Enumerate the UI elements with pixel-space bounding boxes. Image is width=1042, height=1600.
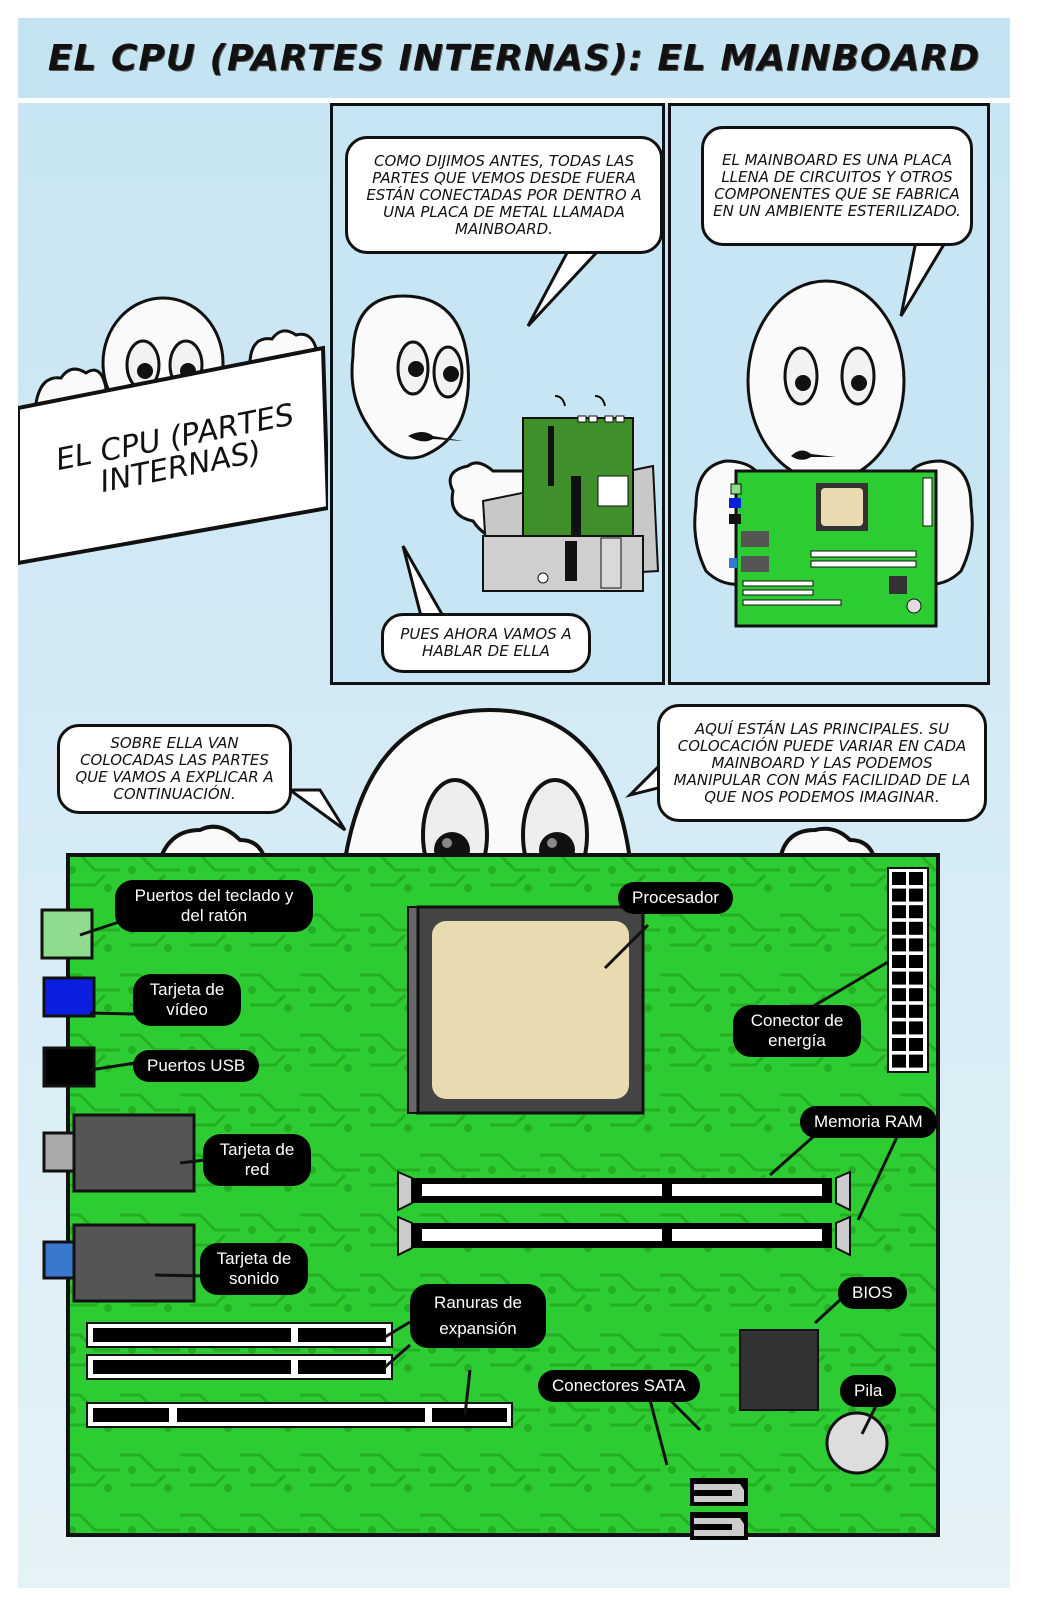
video-port bbox=[42, 976, 96, 1018]
power-pin bbox=[892, 888, 906, 902]
label-power-connector: Conector de energía bbox=[733, 1005, 861, 1057]
speech-bubble-parts-intro: Sobre ella van colocadas las partes que … bbox=[57, 724, 292, 814]
power-pin bbox=[892, 955, 906, 968]
power-pin bbox=[909, 921, 923, 935]
character-holding-sign bbox=[18, 296, 328, 566]
label-battery: Pila bbox=[840, 1375, 897, 1407]
power-pin bbox=[909, 971, 923, 985]
network-port bbox=[42, 1131, 76, 1173]
speech-bubble-mainboard-definition: El mainboard es una placa llena de circu… bbox=[701, 126, 973, 246]
power-pin bbox=[909, 872, 923, 885]
speech-bubble-main-parts: Aquí están las principales. Su colocació… bbox=[657, 704, 987, 822]
power-pin bbox=[909, 955, 923, 968]
character-holding-mainboard bbox=[693, 239, 974, 628]
speech-bubble-mainboard-intro: Como dijimos antes, todas las partes que… bbox=[345, 136, 662, 254]
usb-port bbox=[42, 1046, 96, 1088]
power-connector-pins bbox=[892, 872, 923, 1068]
label-usb-ports: Puertos USB bbox=[133, 1050, 260, 1082]
power-pin bbox=[909, 1004, 923, 1018]
character-with-computer-case bbox=[350, 249, 660, 618]
title-banner: EL CPU (PARTES INTERNAS): EL MAINBOARD bbox=[18, 18, 1010, 98]
label-processor: Procesador bbox=[618, 882, 733, 914]
power-pin bbox=[892, 1054, 906, 1068]
power-pin bbox=[909, 888, 923, 902]
panel-2: Como dijimos antes, todas las partes que… bbox=[330, 103, 665, 685]
power-pin bbox=[892, 988, 906, 1002]
title-divider bbox=[18, 98, 1010, 103]
network-chip bbox=[72, 1113, 196, 1193]
power-pin bbox=[892, 971, 906, 985]
bios-chip bbox=[739, 1329, 819, 1411]
label-network-card: Tarjeta de red bbox=[203, 1134, 311, 1186]
power-pin bbox=[892, 872, 906, 885]
power-pin bbox=[909, 988, 923, 1002]
power-pin bbox=[909, 1021, 923, 1035]
power-pin bbox=[892, 1004, 906, 1018]
power-pin bbox=[909, 905, 923, 919]
cpu-chip bbox=[432, 921, 629, 1099]
page-title: EL CPU (PARTES INTERNAS): EL MAINBOARD bbox=[47, 37, 981, 79]
power-pin bbox=[909, 938, 923, 952]
power-pin bbox=[892, 921, 906, 935]
power-pin bbox=[909, 1038, 923, 1051]
power-pin bbox=[909, 1054, 923, 1068]
sound-chip bbox=[72, 1223, 196, 1303]
label-keyboard-mouse-ports: Puertos del teclado y del ratón bbox=[115, 880, 313, 932]
power-pin bbox=[892, 1038, 906, 1051]
power-pin bbox=[892, 905, 906, 919]
label-bios: BIOS bbox=[838, 1277, 907, 1309]
battery bbox=[825, 1411, 889, 1475]
speech-bubble-talk-about-it: Pues ahora vamos a hablar de ella bbox=[381, 613, 591, 673]
power-pin bbox=[892, 1021, 906, 1035]
label-ram: Memoria RAM bbox=[800, 1106, 937, 1138]
label-sound-card: Tarjeta de sonido bbox=[200, 1243, 308, 1295]
panel-3: El mainboard es una placa llena de circu… bbox=[668, 103, 990, 685]
power-pin bbox=[892, 938, 906, 952]
label-video-card: Tarjeta de vídeo bbox=[133, 974, 241, 1026]
sound-port bbox=[42, 1240, 76, 1280]
label-expansion-slots: Ranuras de expansión bbox=[410, 1284, 546, 1348]
label-sata-connectors: Conectores SATA bbox=[538, 1370, 700, 1402]
panel-1: EL CPU (PARTES INTERNAS) bbox=[18, 103, 328, 683]
